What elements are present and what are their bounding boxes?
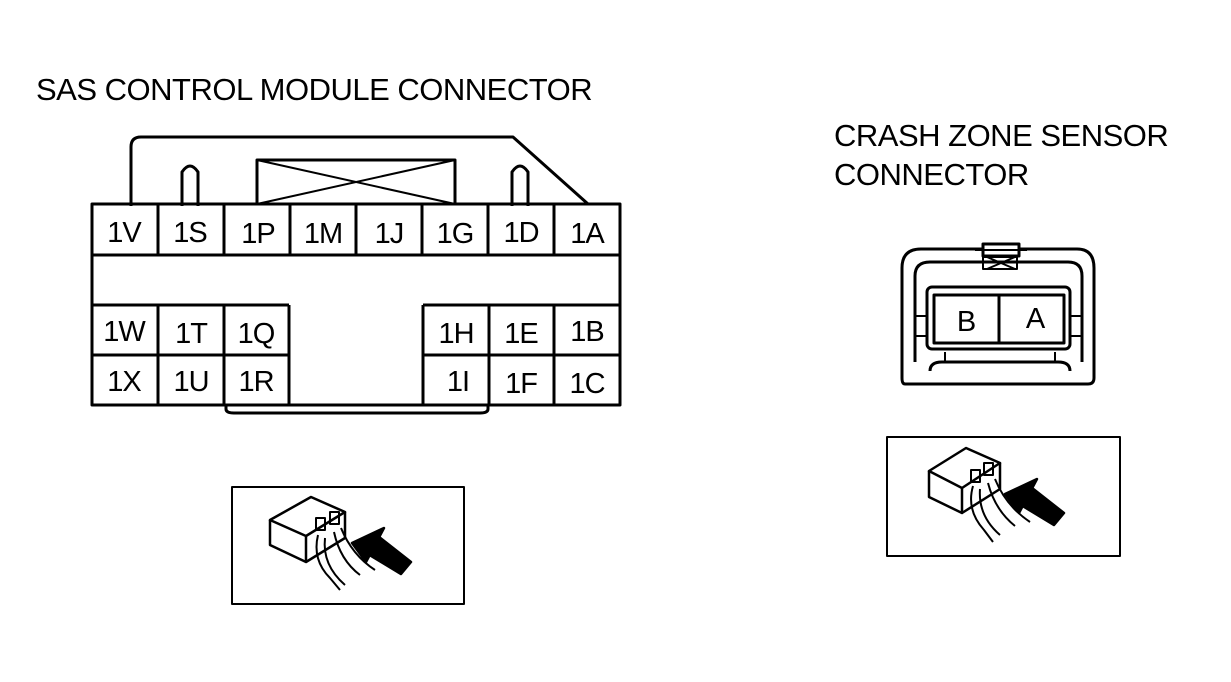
pin-label: 1J — [375, 218, 404, 250]
backprobe-connector-icon — [886, 436, 1121, 557]
pin-label: B — [957, 306, 975, 338]
sas-lower-grid — [92, 305, 620, 405]
pin-label: 1S — [173, 217, 207, 249]
pin-label: 1F — [505, 368, 537, 400]
pin-label: 1D — [503, 217, 538, 249]
sas-top-row-grid — [156, 204, 556, 255]
pin-label: 1Q — [238, 318, 275, 350]
pin-label: 1X — [107, 366, 141, 398]
sas-connector-body — [90, 135, 622, 415]
pin-label: 1M — [304, 218, 342, 250]
pin-label: 1V — [107, 217, 142, 249]
pin-label: 1H — [438, 318, 473, 350]
pin-label: 1I — [447, 366, 469, 398]
crash-connector-title: CRASH ZONE SENSOR CONNECTOR — [834, 118, 1169, 192]
pin-label: 1W — [103, 316, 146, 348]
pin-label: 1G — [437, 218, 474, 250]
pin-label: 1A — [570, 218, 605, 250]
pin-label: A — [1026, 303, 1046, 335]
sas-connector-title: SAS CONTROL MODULE CONNECTOR — [36, 72, 593, 107]
pin-label: 1P — [241, 218, 274, 250]
crash-connector-body — [900, 242, 1096, 386]
pin-label: 1C — [569, 368, 604, 400]
pin-label: 1E — [504, 318, 538, 350]
backprobe-connector-icon — [231, 486, 465, 605]
pin-label: 1B — [570, 316, 603, 348]
pin-label: 1R — [238, 366, 273, 398]
pin-label: 1U — [173, 366, 208, 398]
pin-label: 1T — [175, 318, 208, 350]
